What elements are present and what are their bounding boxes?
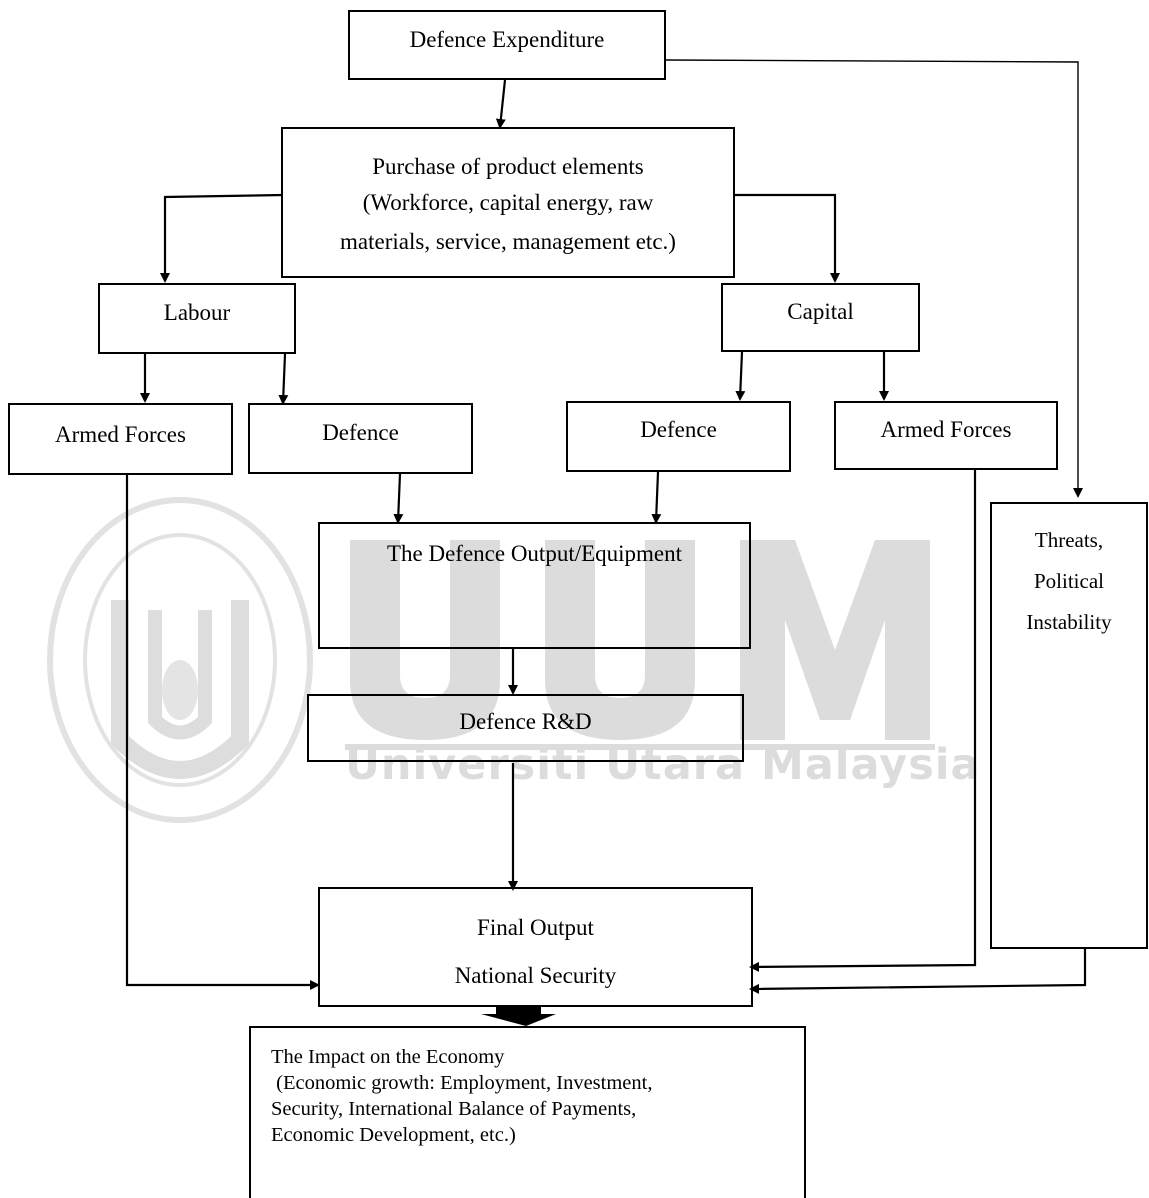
threats-box: Threats, Political Instability: [990, 502, 1148, 949]
purchase-elements-box: Purchase of product elements (Workforce,…: [281, 127, 735, 278]
armed-forces-left-box: Armed Forces: [8, 403, 233, 475]
impact-line-2: (Economic growth: Employment, Investment…: [271, 1072, 653, 1094]
armed-forces-right-box: Armed Forces: [834, 401, 1058, 470]
threats-line-1: Threats,: [1034, 528, 1104, 552]
labour-box: Labour: [98, 283, 296, 354]
purchase-line-3: materials, service, management etc.): [340, 229, 676, 254]
capital-box: Capital: [721, 283, 920, 352]
defence-right-box: Defence: [566, 401, 791, 472]
arrow-expenditure-to-purchase: [495, 79, 507, 129]
capital-label: Capital: [787, 299, 854, 324]
connector-armed-forces-right-to-final: [749, 470, 977, 972]
economy-impact-box: The Impact on the Economy (Economic grow…: [249, 1026, 806, 1198]
defence-rnd-box: Defence R&D: [307, 694, 744, 762]
armed-forces-right-label: Armed Forces: [880, 417, 1012, 442]
purchase-line-2: (Workforce, capital energy, raw: [362, 190, 654, 215]
defence-output-label: The Defence Output/Equipment: [386, 541, 683, 566]
impact-line-4: Economic Development, etc.): [271, 1124, 516, 1146]
final-output-line-2: National Security: [454, 963, 617, 988]
block-arrow-final-to-impact: [481, 1007, 556, 1026]
defence-left-box: Defence: [248, 403, 473, 474]
impact-line-1: The Impact on the Economy: [271, 1046, 505, 1068]
armed-forces-left-label: Armed Forces: [55, 422, 186, 447]
final-output-line-1: Final Output: [477, 915, 594, 940]
defence-expenditure-box: Defence Expenditure: [348, 10, 666, 80]
arrow-capital-to-defence: [735, 351, 746, 401]
arrow-defence-to-output-right: [651, 471, 662, 524]
defence-output-box: The Defence Output/Equipment: [318, 522, 751, 649]
arrow-labour-to-defence: [278, 353, 289, 405]
university-seal-watermark: [47, 497, 313, 823]
threats-line-3: Instability: [1026, 610, 1112, 634]
final-output-box: Final Output National Security: [318, 887, 753, 1007]
defence-left-label: Defence: [322, 420, 399, 445]
university-name-watermark: Universiti Utara Malaysia: [345, 740, 981, 790]
connector-purchase-to-capital: [733, 193, 840, 283]
connector-purchase-to-labour: [160, 193, 284, 283]
labour-label: Labour: [163, 300, 231, 325]
uum-watermark: [345, 540, 935, 750]
arrow-defence-to-output-left: [393, 473, 404, 524]
connector-expenditure-to-threats: [665, 59, 1083, 498]
purchase-line-1: Purchase of product elements: [372, 154, 644, 179]
defence-right-label: Defence: [640, 417, 717, 442]
defence-expenditure-label: Defence Expenditure: [409, 27, 605, 52]
threats-line-2: Political: [1033, 569, 1104, 593]
connector-armed-forces-left-to-final: [125, 475, 320, 990]
connector-threats-to-final: [749, 948, 1087, 994]
defence-rnd-label: Defence R&D: [459, 709, 592, 734]
impact-line-3: Security, International Balance of Payme…: [271, 1098, 637, 1120]
